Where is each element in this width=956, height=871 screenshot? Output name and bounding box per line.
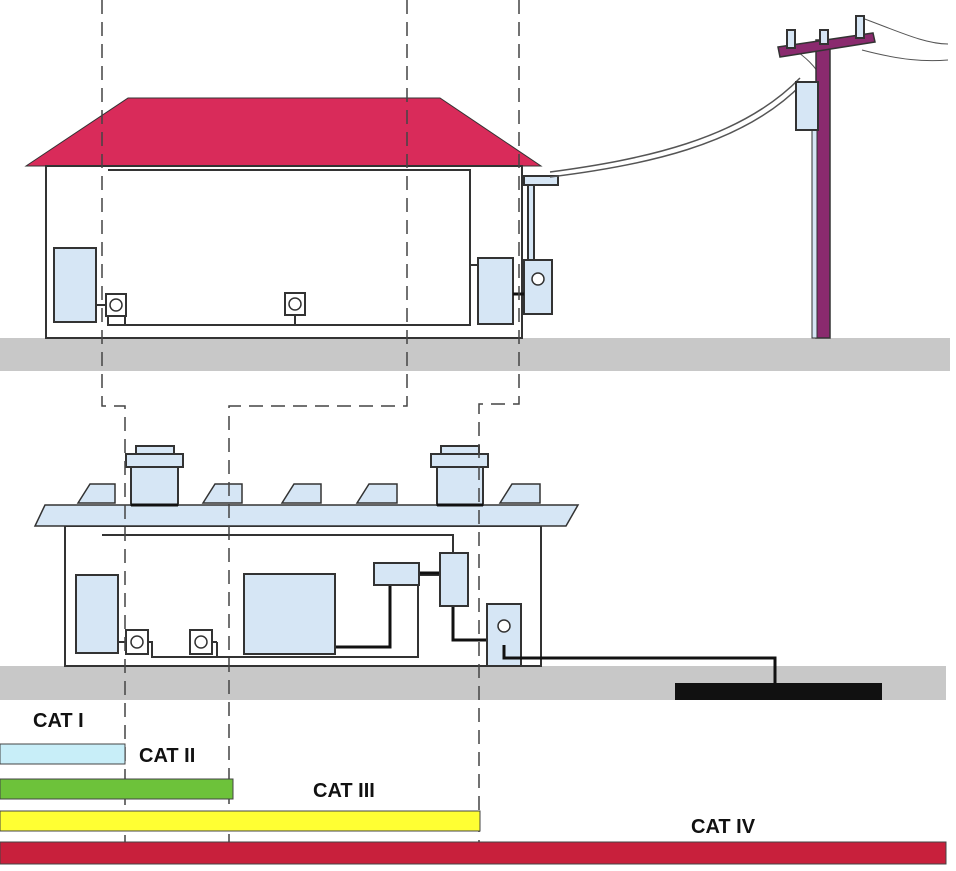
cat-iii-label: CAT III: [313, 780, 375, 802]
overhead-line-1: [861, 17, 949, 45]
cat-i-bar: [0, 743, 126, 765]
house-service-mast: [527, 179, 535, 261]
cat-ii-label: CAT II: [139, 745, 195, 767]
building-ceiling-wiring: [102, 534, 454, 553]
house-wiring: [96, 169, 478, 326]
cat-iv-bar: [0, 841, 947, 865]
building-main-panel: [439, 552, 469, 607]
house-outlet-1: [105, 293, 127, 317]
cat-iii-bar: [0, 810, 481, 832]
overhead-line-2: [861, 49, 949, 62]
rooftop-unit-1-top: [135, 445, 175, 455]
building-outlet-1: [125, 629, 149, 655]
building-branch-wiring: [118, 560, 441, 658]
building-disconnect: [373, 562, 420, 586]
pole-transformer: [795, 81, 819, 131]
ground-rod: [675, 683, 882, 700]
house-main-panel: [477, 257, 514, 325]
roof-vent-4: [355, 483, 398, 504]
rooftop-unit-1-cap: [125, 453, 184, 468]
boundary-line-house-1: [101, 0, 126, 845]
category-boundaries: [101, 0, 520, 845]
building-roof-slab: [33, 504, 580, 527]
pole-insulator-3: [855, 15, 865, 39]
house-roof: [24, 97, 543, 167]
building-sub-panel: [75, 574, 119, 654]
rooftop-unit-2-top: [440, 445, 480, 455]
building-outlet-2: [189, 629, 213, 655]
category-bars: [0, 743, 947, 865]
cat-iv-label: CAT IV: [691, 816, 756, 838]
industrial-building: [33, 445, 882, 700]
building-outlet-1-face: [130, 635, 144, 649]
cat-ii-bar: [0, 778, 234, 800]
house: [24, 97, 559, 339]
pole-insulator-2: [819, 29, 829, 45]
roof-vent-1: [76, 483, 116, 504]
house-outlet-2: [284, 292, 306, 316]
building-meter-dial: [497, 619, 511, 633]
house-sub-panel: [53, 247, 97, 323]
building-motor-feed: [336, 571, 440, 649]
house-meter: [523, 259, 553, 315]
cat-i-label: CAT I: [33, 710, 84, 732]
house-weatherhead: [523, 175, 559, 186]
pole-insulator-1: [786, 29, 796, 49]
roof-vent-2: [201, 483, 243, 504]
building-motor: [243, 573, 336, 655]
house-ground-strip: [0, 338, 950, 371]
house-outlet-1-face: [109, 298, 123, 312]
roof-vent-5: [498, 483, 541, 504]
building-service-feed: [451, 605, 487, 642]
house-meter-dial: [531, 272, 545, 286]
rooftop-unit-1-body: [130, 465, 179, 506]
service-drop-wire-2: [549, 83, 803, 178]
building-ground-conductor: [502, 645, 777, 683]
boundary-line-house-3: [478, 0, 520, 845]
pole-ground-wire: [811, 99, 818, 339]
roof-vent-3: [280, 483, 322, 504]
rooftop-unit-2-body: [436, 465, 484, 506]
utility-pole-group: [549, 15, 949, 339]
building-outlet-2-face: [194, 635, 208, 649]
service-drop-wire-1: [549, 77, 801, 173]
house-outlet-2-face: [288, 297, 302, 311]
boundary-line-house-2: [228, 0, 408, 845]
